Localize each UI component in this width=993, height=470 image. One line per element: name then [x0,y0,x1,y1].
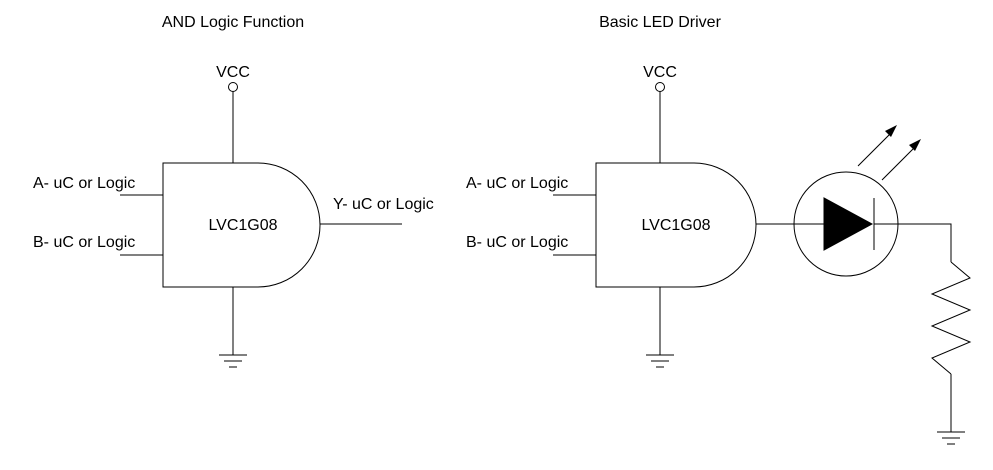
led-symbol [793,171,899,277]
vcc-terminal [228,82,238,92]
vcc-terminal [655,82,665,92]
diagram-title: AND Logic Function [162,14,304,31]
basic-led-driver-diagram: Basic LED Driver VCC LVC1G08 A- uC or Lo… [466,14,972,445]
light-emission-arrows-icon [857,125,921,181]
ground-symbol [646,354,674,368]
vcc-label: VCC [643,64,677,81]
output-y-label: Y- uC or Logic [333,196,434,213]
and-gate-symbol [162,162,321,288]
and-gate-symbol [595,162,757,288]
input-b-label: B- uC or Logic [466,234,568,251]
diode-triangle-icon [823,197,874,251]
input-b-label: B- uC or Logic [33,234,135,251]
input-a-label: A- uC or Logic [466,175,568,192]
and-logic-function-diagram: AND Logic Function VCC LVC1G08 A- uC or … [33,14,434,368]
gate-part-label: LVC1G08 [208,217,277,234]
led-to-resistor-wire [897,223,952,262]
ground-symbol [937,431,965,445]
gate-part-label: LVC1G08 [641,217,710,234]
ground-symbol [219,354,247,368]
vcc-label: VCC [216,64,250,81]
resistor-symbol [930,261,972,375]
input-a-label: A- uC or Logic [33,175,135,192]
diagram-title: Basic LED Driver [599,14,721,31]
